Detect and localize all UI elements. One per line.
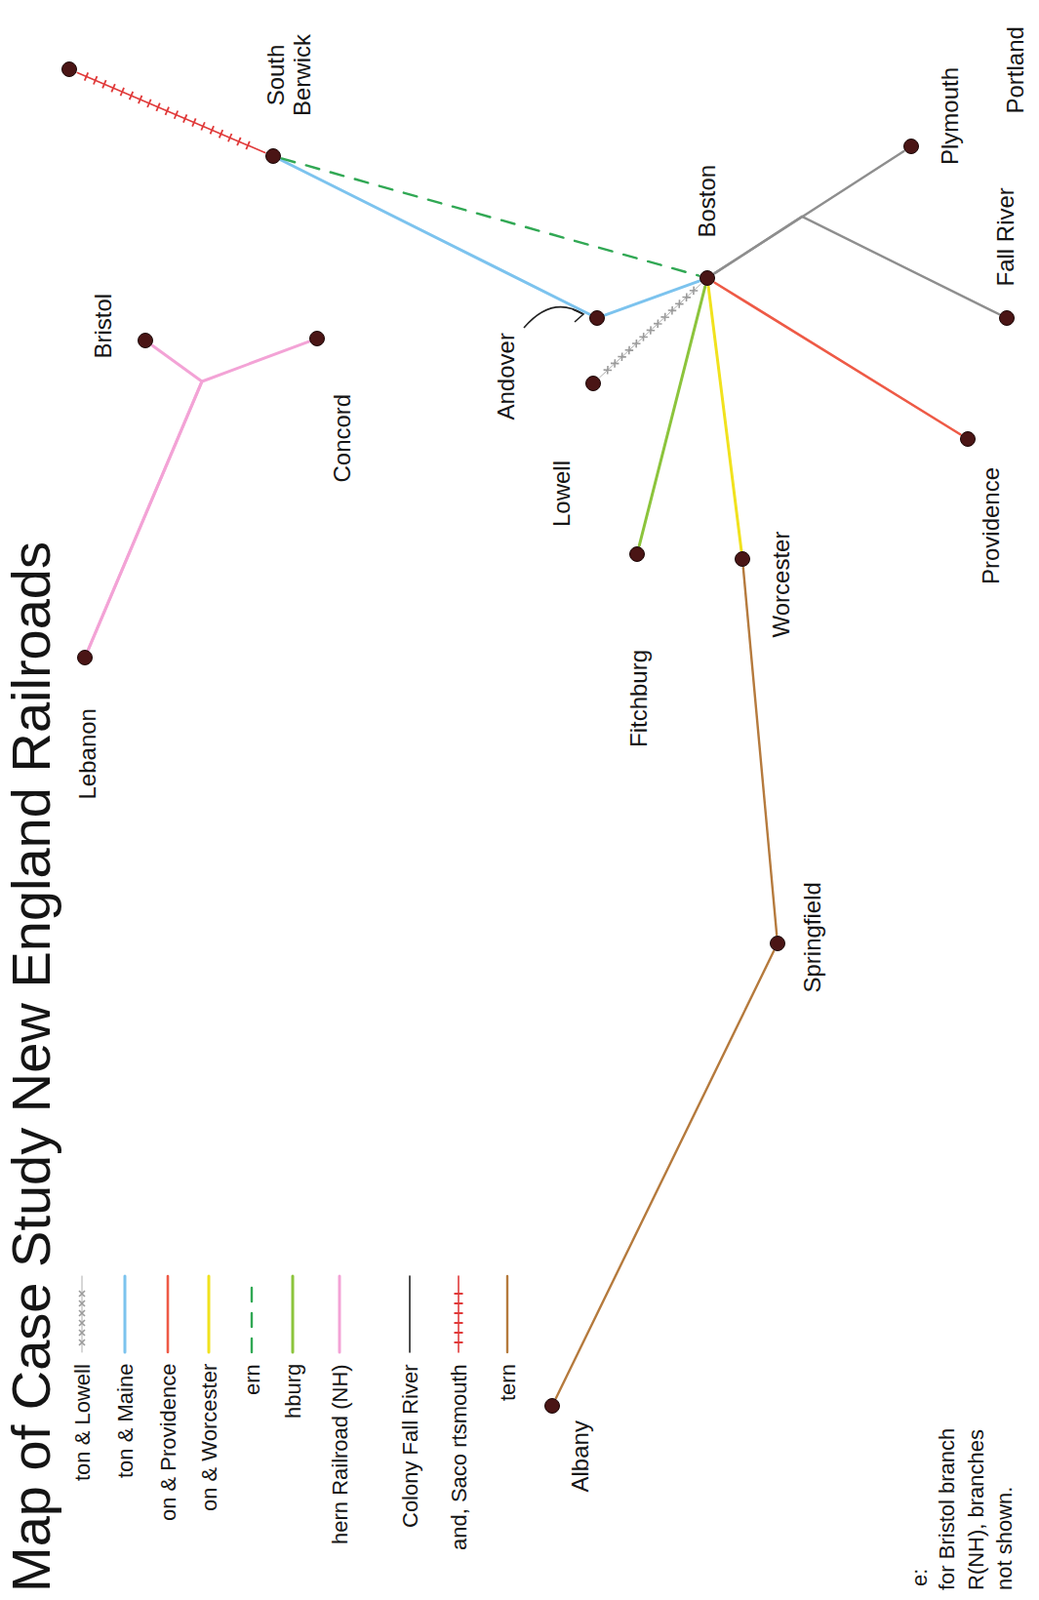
railroad — [708, 286, 742, 551]
legend-line — [291, 1276, 295, 1353]
railroad-line — [280, 159, 590, 315]
station-dot: Portland — [61, 61, 78, 78]
legend-sample — [292, 1276, 294, 1353]
station-label: Springfield — [799, 881, 827, 993]
legend-line — [166, 1276, 170, 1353]
station-label: Lowell — [548, 460, 576, 527]
railroad — [715, 216, 1000, 315]
station-label: Lebanon — [74, 708, 102, 800]
railroad — [556, 951, 774, 1399]
legend-label: ton & Maine — [113, 1363, 138, 1479]
legend-sample — [409, 1276, 411, 1353]
legend-line — [250, 1276, 253, 1353]
railroad-line — [281, 158, 700, 276]
legend-line — [408, 1276, 411, 1353]
railroad — [281, 158, 700, 276]
legend-label: hern Railroad (NH) — [327, 1363, 353, 1545]
legend-samples — [79, 1276, 508, 1353]
map-note: e: — [905, 1568, 935, 1587]
railroad — [604, 280, 699, 316]
station-label: Fall River — [992, 187, 1020, 286]
legend-line — [457, 1276, 460, 1353]
station-label: Concord — [328, 394, 357, 483]
legend-sample — [79, 1276, 85, 1353]
station-dot: Boston — [699, 270, 716, 286]
station-label: Fitchburg — [625, 649, 653, 748]
railroad — [88, 345, 202, 649]
railroad-line — [77, 73, 265, 154]
rail-ties — [603, 286, 699, 375]
legend-line — [506, 1276, 509, 1353]
station-dot: Concord — [309, 330, 325, 347]
legend-sample — [454, 1276, 464, 1353]
station-label: Portland — [1001, 26, 1030, 114]
station-label: Worcester — [767, 531, 796, 639]
railroad-lines — [77, 72, 1000, 1399]
railroad-line — [715, 216, 1000, 315]
legend-line — [123, 1276, 127, 1353]
legend-label: Colony Fall River — [398, 1364, 423, 1529]
andover-pointer — [523, 307, 584, 328]
map-title: Map of Case Study New England Railroads — [0, 541, 63, 1593]
legend-label: ton & Lowell — [70, 1363, 95, 1481]
legend-sample — [167, 1276, 169, 1353]
station-dot: South Berwick — [265, 148, 281, 164]
railroad-line — [715, 282, 961, 436]
railroad-line — [556, 951, 774, 1399]
station-dot: Bristol — [137, 332, 154, 349]
leader-line — [523, 307, 584, 328]
map-note: for Bristol branch R(NH), branches not s… — [932, 1409, 1020, 1591]
station-label: Providence — [977, 467, 1005, 585]
railroad-line — [708, 286, 742, 551]
station-label: Andover — [492, 332, 520, 420]
legend-label: hburg — [280, 1363, 306, 1419]
legend-sample — [339, 1276, 341, 1353]
railroad — [280, 159, 590, 315]
railroad-line — [88, 345, 202, 649]
railroad — [715, 282, 961, 436]
station-label: Bristol — [89, 293, 118, 360]
station-dot: Providence — [959, 431, 976, 447]
railroad-line — [88, 341, 310, 650]
legend-sample — [208, 1276, 210, 1353]
station-label: Plymouth — [936, 67, 964, 165]
station-dot: Albany — [544, 1398, 560, 1414]
station-label: Boston — [693, 164, 721, 239]
railroad — [88, 341, 310, 650]
legend-label: and, Saco rtsmouth — [446, 1363, 472, 1551]
railroad — [639, 286, 706, 547]
legend-label: ern — [239, 1363, 265, 1396]
station-dot: Plymouth — [903, 138, 920, 155]
legend-line — [207, 1276, 211, 1353]
station-dot: Lowell — [585, 375, 601, 392]
legend-label: on & Providence — [156, 1363, 181, 1521]
legend-sample — [124, 1276, 126, 1353]
legend-label: tern — [495, 1363, 520, 1401]
rail-ties — [84, 72, 250, 150]
legend-sample — [507, 1276, 509, 1353]
legend-line — [338, 1276, 342, 1353]
legend-sample — [251, 1276, 253, 1353]
station-dot: Fitchburg — [629, 546, 645, 562]
station-dot: Worcester — [734, 551, 751, 567]
rail-ties — [79, 1290, 85, 1346]
station-label: Albany — [566, 1420, 595, 1492]
rail-ties — [454, 1293, 464, 1343]
legend-label: on & Worcester — [197, 1363, 222, 1512]
station-dot: Lebanon — [77, 649, 93, 666]
station-dot: Springfield — [769, 935, 786, 952]
railroad — [77, 72, 265, 153]
railroad-line — [604, 280, 699, 316]
station-dot: Andover — [589, 310, 605, 326]
station-dot: Fall River — [999, 310, 1015, 326]
railroad-line — [639, 286, 706, 547]
station-label: South Berwick — [262, 28, 317, 122]
